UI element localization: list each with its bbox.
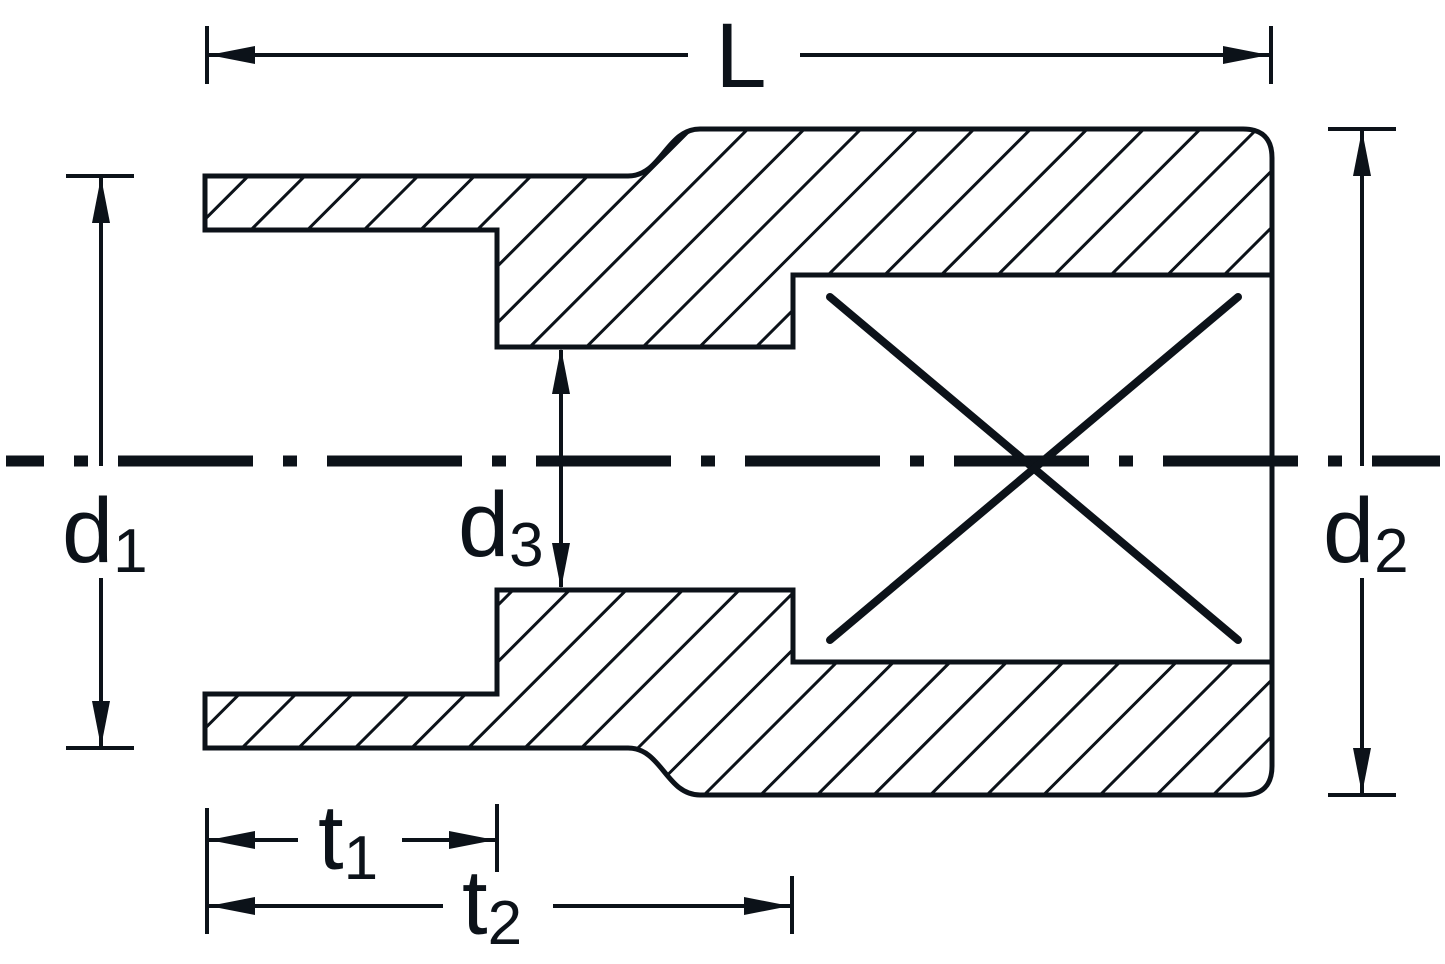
label-d3-sub: 3 <box>509 511 543 580</box>
dimension-t1: t1 <box>205 787 499 934</box>
label-t2-sub: 2 <box>488 889 522 958</box>
d1-arrowhead-up <box>92 177 110 223</box>
d2-arrowhead-up <box>1353 130 1371 176</box>
t1-arrowhead-right <box>449 831 495 849</box>
label-d3-base: d <box>458 474 509 576</box>
label-t1: t1 <box>318 787 378 893</box>
t1-arrowhead-left <box>209 831 255 849</box>
dimension-d2: d2 <box>1323 127 1409 797</box>
label-d3: d3 <box>458 474 544 580</box>
label-L: L <box>715 5 766 107</box>
label-t2: t2 <box>462 852 522 958</box>
dimension-L: L <box>205 5 1273 107</box>
t2-arrowhead-left <box>209 897 255 915</box>
label-t1-base: t <box>318 787 344 889</box>
drive-square-cross-line-2 <box>826 293 1242 644</box>
label-d1-sub: 1 <box>113 517 147 586</box>
label-d1: d1 <box>62 480 148 586</box>
dimension-t2: t2 <box>209 852 794 958</box>
label-t1-sub: 1 <box>344 824 378 893</box>
label-d1-base: d <box>62 480 113 582</box>
drive-square-cross <box>826 293 1242 644</box>
socket-lower-section <box>202 587 1275 798</box>
d3-arrowhead-up <box>552 348 570 394</box>
d3-arrowhead-down <box>552 543 570 589</box>
t2-arrowhead-right <box>744 897 790 915</box>
socket-upper-section <box>202 126 1275 350</box>
label-d2: d2 <box>1323 480 1409 586</box>
label-d2-sub: 2 <box>1374 517 1408 586</box>
L-arrowhead-left <box>209 46 255 64</box>
L-arrowhead-right <box>1223 46 1269 64</box>
dimension-d3: d3 <box>458 348 570 589</box>
d1-arrowhead-down <box>92 701 110 747</box>
d2-arrowhead-down <box>1353 748 1371 794</box>
label-d2-base: d <box>1323 480 1374 582</box>
label-t2-base: t <box>462 852 488 954</box>
dimension-d1: d1 <box>62 174 148 750</box>
